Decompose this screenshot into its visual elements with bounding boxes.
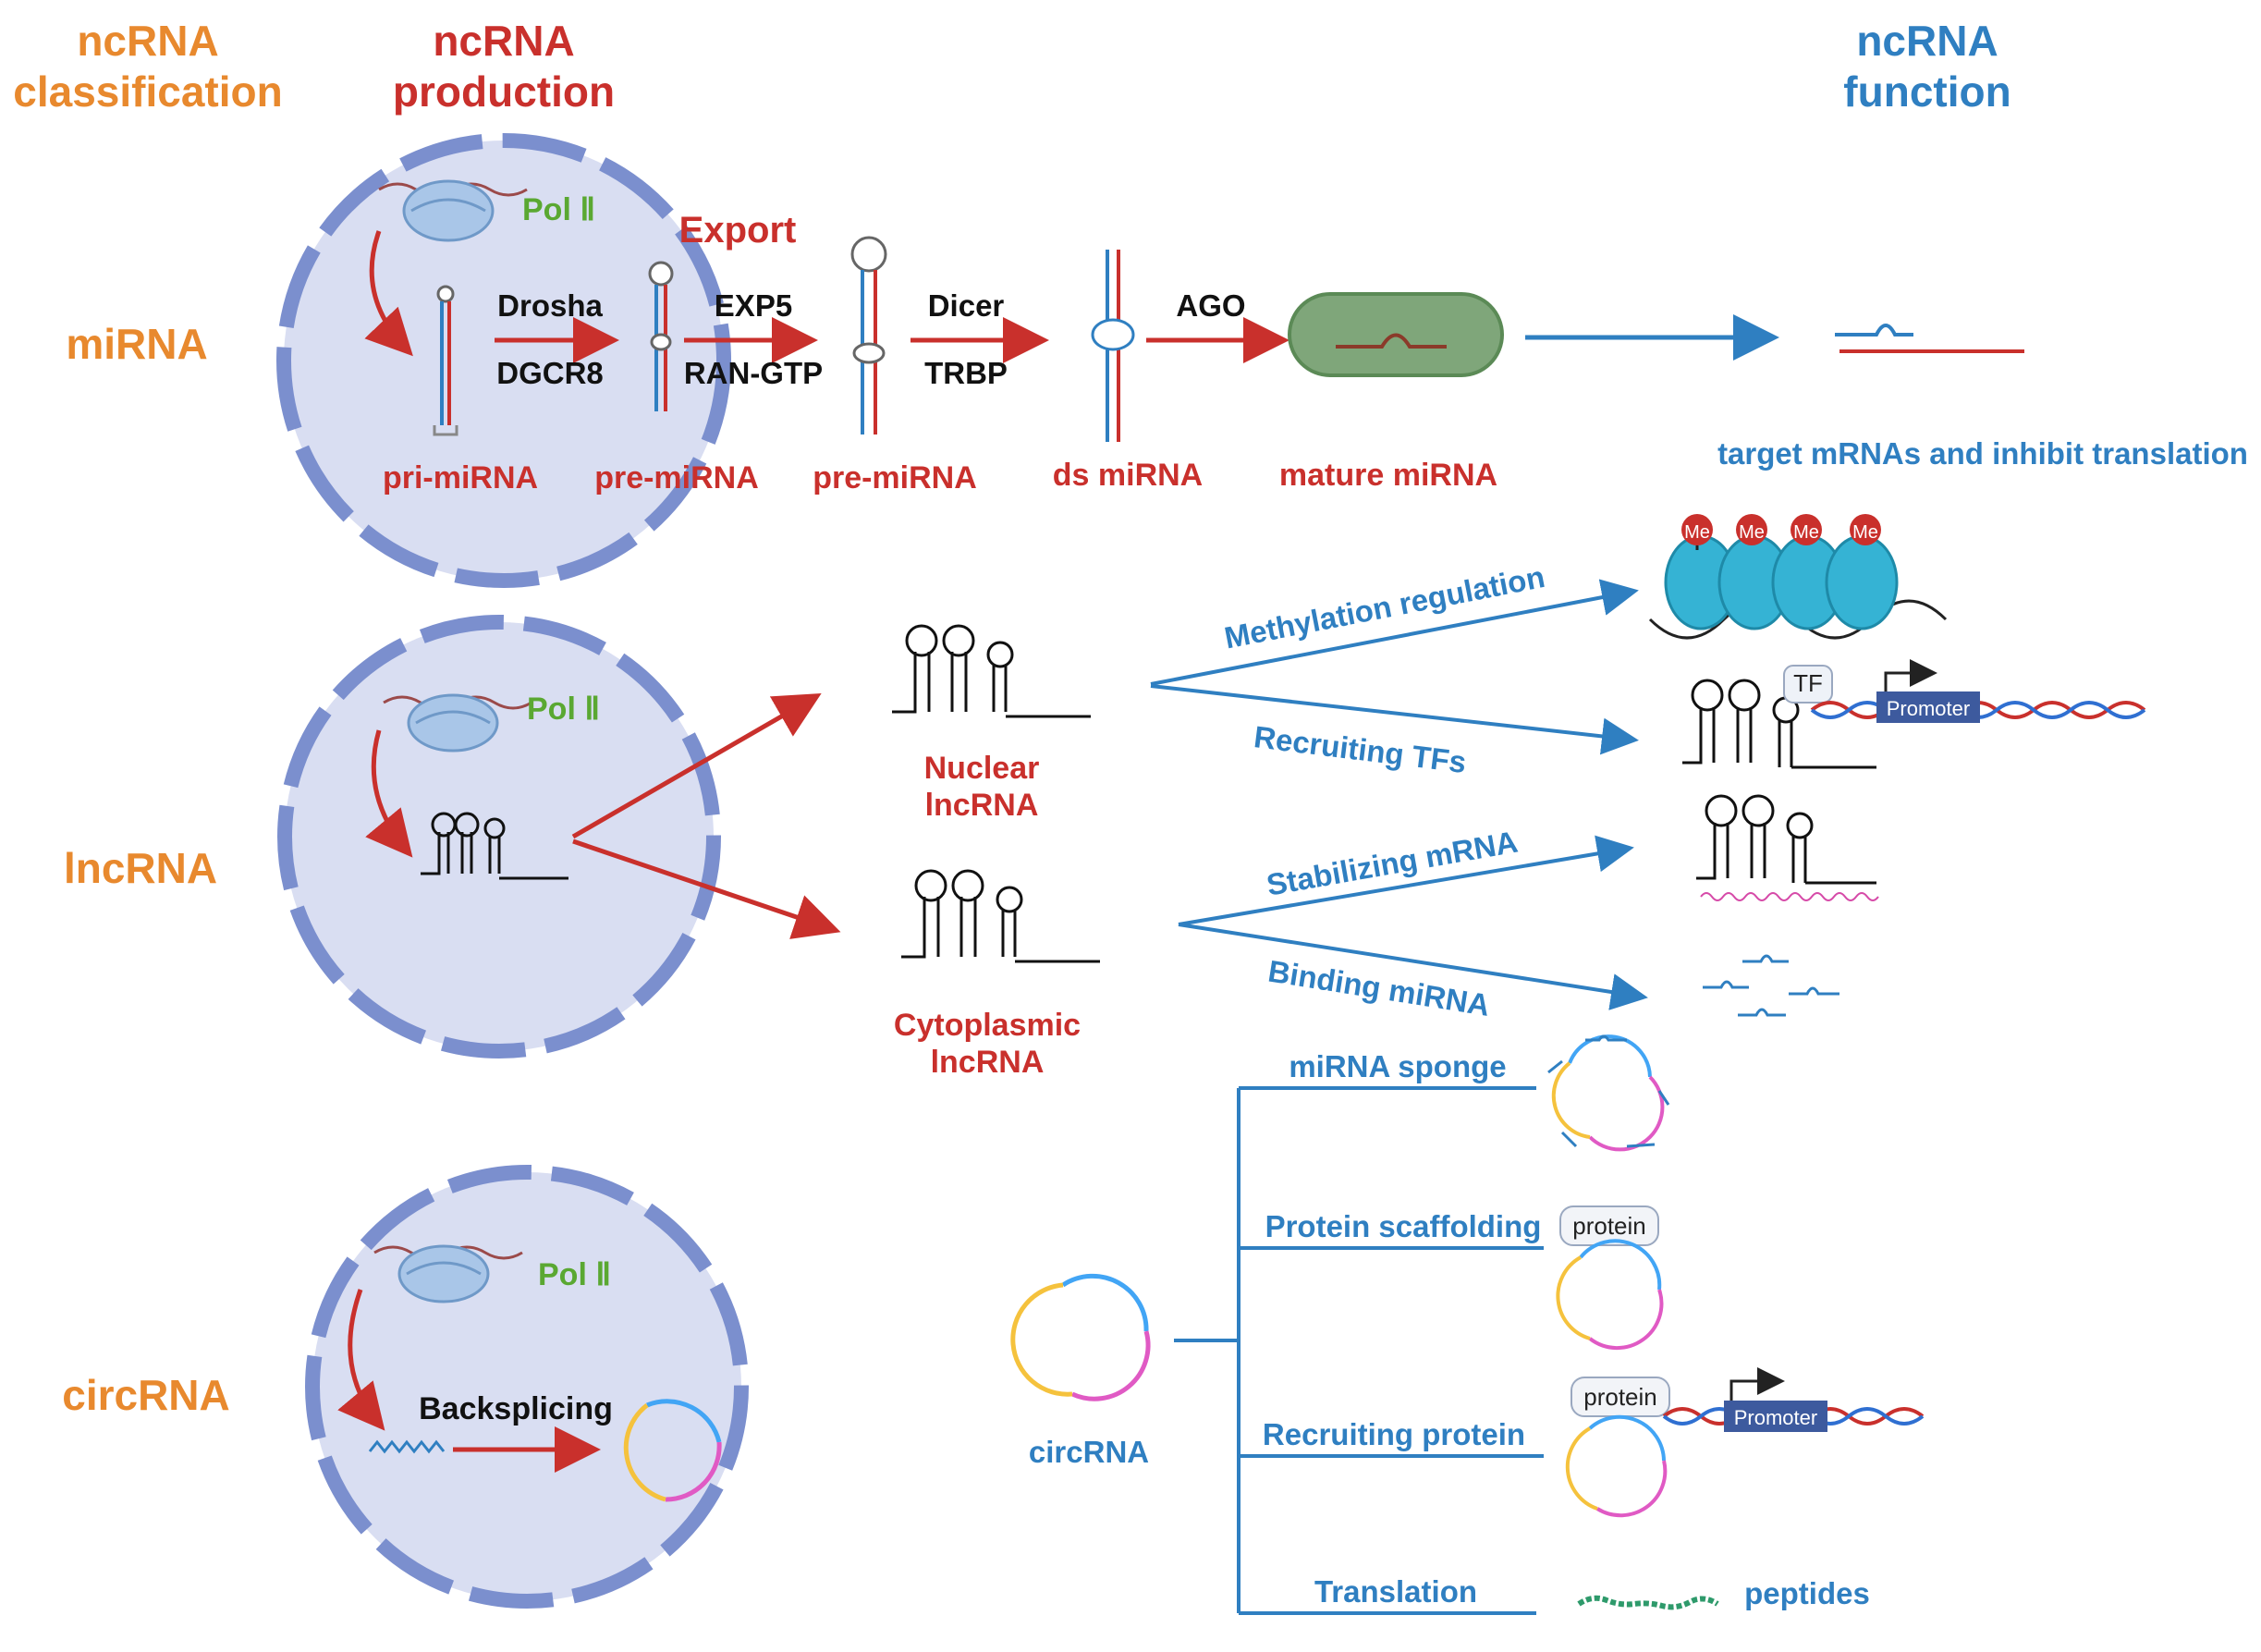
nucleosome-icon <box>1648 534 1948 640</box>
methyl-group-icon: Me <box>1790 514 1822 545</box>
label-peptides: peptides <box>1744 1576 1870 1610</box>
header-classification-line1: ncRNA <box>77 17 218 65</box>
header-function-line1: ncRNA <box>1856 17 1998 65</box>
svg-text:Me: Me <box>1684 522 1710 543</box>
label-pre-mirna-nuclear: pre-miRNA <box>594 460 759 496</box>
lncrna-structure-icon <box>421 812 568 880</box>
ds-mirna-icon <box>1091 250 1135 442</box>
label-backsplicing: Backsplicing <box>419 1391 613 1426</box>
circrna-ring-icon <box>623 1399 722 1502</box>
label-nuclear-lncrna-line2: lncRNA <box>925 788 1039 823</box>
nucleus-mirna <box>276 133 731 588</box>
label-recruiting-tfs: Recruiting TFs <box>1252 719 1468 779</box>
label-pri-mirna: pri-miRNA <box>383 460 538 496</box>
svg-text:TF: TF <box>1793 669 1823 697</box>
svg-text:protein: protein <box>1572 1212 1646 1240</box>
factor-ran-gtp: RAN-GTP <box>684 356 823 390</box>
header-classification-line2: classification <box>13 67 282 116</box>
export-label: Export <box>679 210 797 251</box>
label-mirna-function: target mRNAs and inhibit translation <box>1717 436 2248 471</box>
promoter-box: Promoter <box>1724 1367 1827 1432</box>
enzyme-dicer: Dicer <box>928 288 1005 323</box>
label-cytoplasmic-lncrna-line2: lncRNA <box>931 1045 1045 1080</box>
arrow-recruiting-tfs <box>1150 684 1639 755</box>
polymerase-icon <box>373 1244 523 1303</box>
methyl-group-icon: Me <box>1736 514 1767 545</box>
transcription-arrow <box>337 1289 385 1431</box>
mirna-sponge-icon <box>1547 1034 1670 1152</box>
function-bracket <box>1174 1086 1544 1615</box>
label-recruiting-protein: Recruiting protein <box>1263 1417 1525 1451</box>
label-circrna: circRNA <box>1029 1435 1149 1469</box>
label-protein-scaffolding: Protein scaffolding <box>1265 1209 1542 1243</box>
label-binding-mirna: Binding miRNA <box>1265 953 1492 1022</box>
protein-badge: protein <box>1559 1205 1659 1246</box>
factor-exp5: EXP5 <box>715 288 792 323</box>
header-function-line2: function <box>1843 67 2010 116</box>
class-label-lncrna: lncRNA <box>64 844 217 892</box>
svg-text:Promoter: Promoter <box>1734 1406 1817 1429</box>
polymerase-icon <box>383 693 532 753</box>
class-label-mirna: miRNA <box>66 320 207 368</box>
polymerase-icon <box>378 179 528 242</box>
label-mature-mirna: mature miRNA <box>1279 458 1497 493</box>
circrna-ring-icon <box>1556 1239 1664 1351</box>
free-mirna-icon <box>1703 954 1839 1017</box>
cyto-pre-mirna-hairpin-icon <box>850 236 887 434</box>
risc-complex-icon <box>1288 292 1504 377</box>
transcription-arrow <box>364 230 413 357</box>
methyl-group-icon: Me <box>1850 514 1881 545</box>
enzyme-dgcr8: DGCR8 <box>496 356 604 390</box>
label-nuclear-lncrna-line1: Nuclear <box>924 751 1040 786</box>
promoter-box: Promoter <box>1876 659 1980 723</box>
circrna-ring-icon <box>1010 1273 1151 1401</box>
target-mrna-icon <box>1835 324 2024 353</box>
svg-text:Promoter: Promoter <box>1887 697 1970 720</box>
nuclear-lncrna-icon <box>892 624 1091 718</box>
label-ds-mirna: ds miRNA <box>1053 458 1203 493</box>
arrow-stabilizing <box>1178 835 1634 926</box>
polymerase-label-mirna: Pol Ⅱ <box>522 192 595 227</box>
arrow-to-cytoplasmic-lncrna <box>572 838 841 939</box>
label-cytoplasmic-lncrna-line1: Cytoplasmic <box>894 1008 1081 1043</box>
lncrna-mrna-duplex-icon <box>1696 794 1879 901</box>
protein-badge: protein <box>1570 1377 1670 1417</box>
polymerase-label-circrna: Pol Ⅱ <box>538 1257 611 1292</box>
protein-ago: AGO <box>1176 288 1245 323</box>
lncrna-tf-complex-icon <box>1682 679 1876 769</box>
arrow-methylation <box>1150 579 1639 686</box>
methyl-group-icon: Me <box>1681 514 1713 550</box>
arrow-to-nuclear-lncrna <box>571 693 822 839</box>
header-production-line2: production <box>393 67 615 116</box>
polymerase-label-lncrna: Pol Ⅱ <box>527 691 600 727</box>
circrna-ring-icon <box>1565 1414 1668 1518</box>
class-label-circrna: circRNA <box>62 1371 230 1419</box>
peptide-chain-icon <box>1577 1595 1719 1610</box>
svg-text:Me: Me <box>1852 522 1878 543</box>
tf-badge: TF <box>1783 665 1833 704</box>
svg-text:Me: Me <box>1739 522 1765 543</box>
enzyme-trbp: TRBP <box>924 356 1008 390</box>
arrow-binding-mirna <box>1178 923 1648 1010</box>
pre-mirna-hairpin-icon <box>648 261 674 411</box>
label-stabilizing: Stabilizing mRNA <box>1264 825 1520 902</box>
pre-mrna-wave-icon <box>368 1439 446 1454</box>
pri-mirna-hairpin-icon <box>433 285 458 436</box>
svg-text:Me: Me <box>1793 522 1819 543</box>
svg-text:protein: protein <box>1583 1383 1657 1411</box>
transcription-arrow <box>365 729 413 858</box>
label-mirna-sponge: miRNA sponge <box>1289 1049 1506 1083</box>
enzyme-drosha: Drosha <box>497 288 603 323</box>
nucleus-circrna <box>305 1165 749 1609</box>
label-pre-mirna-cyto: pre-miRNA <box>813 460 977 496</box>
header-production-line1: ncRNA <box>433 17 574 65</box>
cytoplasmic-lncrna-icon <box>901 869 1100 963</box>
label-translation: Translation <box>1314 1574 1477 1609</box>
